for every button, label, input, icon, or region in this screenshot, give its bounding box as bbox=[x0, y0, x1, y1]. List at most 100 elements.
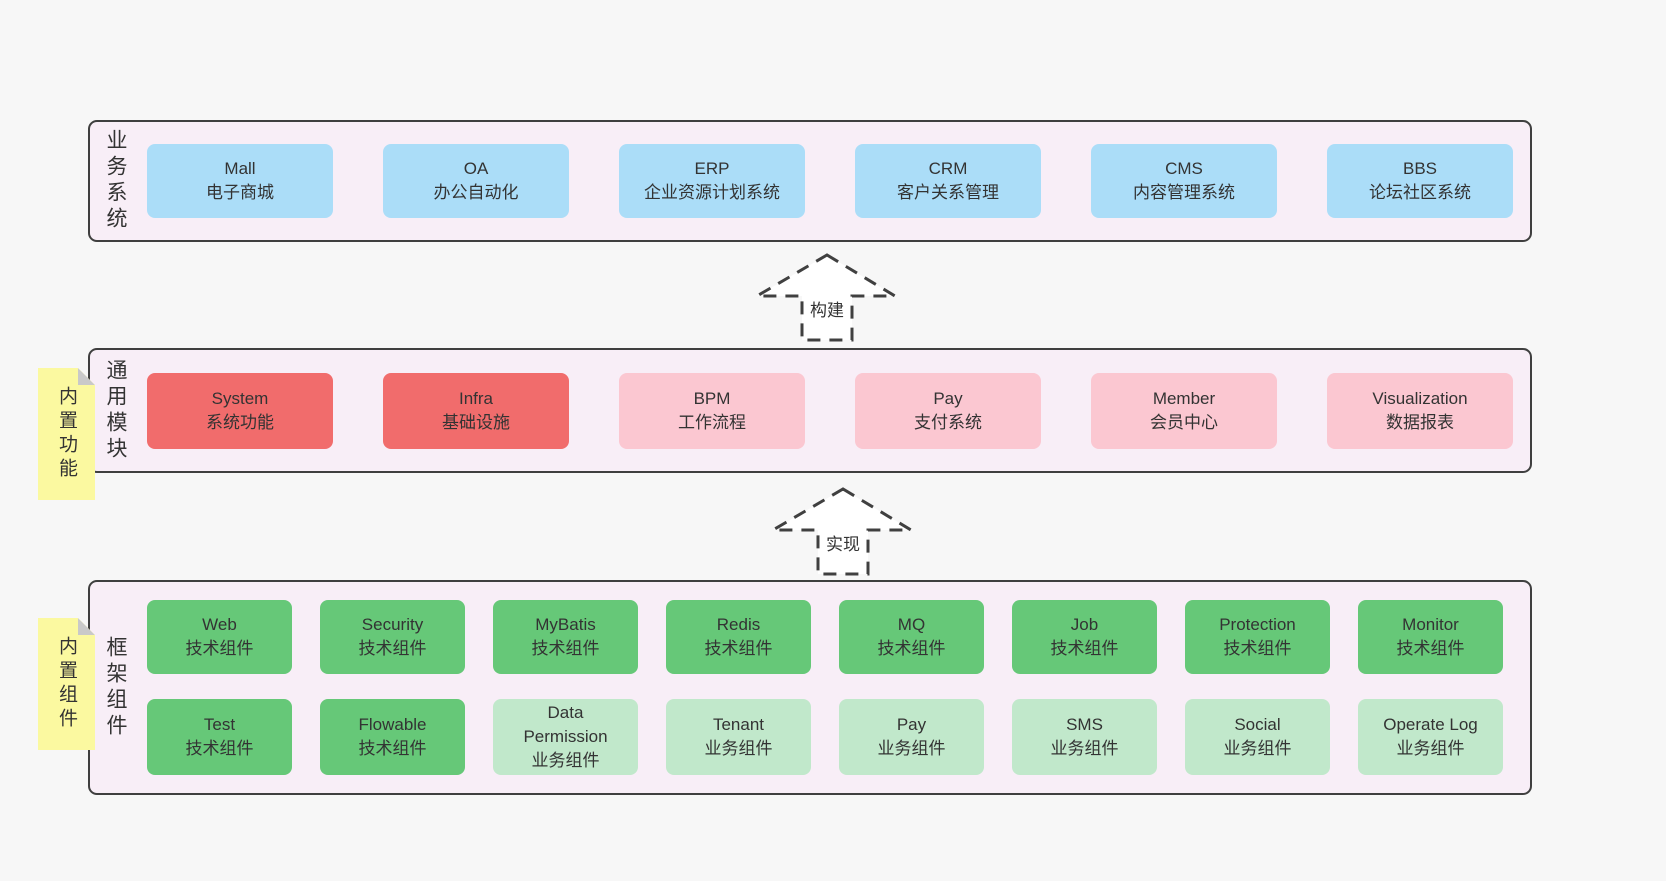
box-name: Web bbox=[202, 615, 237, 635]
box-desc: 技术组件 bbox=[704, 639, 773, 658]
box-bpm: BPM 工作流程 bbox=[619, 372, 805, 449]
box-desc: 客户关系管理 bbox=[897, 183, 999, 202]
build-arrow: 构建 bbox=[751, 253, 901, 342]
box-name: Security bbox=[361, 615, 424, 635]
box-name: SMS bbox=[1066, 715, 1103, 735]
box-name: Tenant bbox=[712, 715, 765, 735]
box-desc: 工作流程 bbox=[678, 412, 746, 432]
box-data-permission: Data Permission 业务组件 bbox=[493, 699, 638, 775]
box-cms: CMS 内容管理系统 bbox=[1091, 144, 1277, 218]
panel-side-label: 通用模块 bbox=[104, 358, 127, 463]
builtin-features-note: 内置功能 bbox=[38, 368, 95, 500]
box-security: Security 技术组件 bbox=[320, 600, 465, 674]
component-row-1: Web 技术组件 Security 技术组件 MyBatis 技术组件 Redi… bbox=[147, 600, 1503, 674]
box-desc: 系统功能 bbox=[206, 412, 274, 432]
business-boxes: Mall 电子商城 OA 办公自动化 ERP 企业资源计划系统 CRM 客户关系… bbox=[147, 144, 1513, 218]
arrow-shape bbox=[767, 487, 917, 576]
box-desc: 业务组件 bbox=[704, 739, 773, 758]
box-name: Job bbox=[1070, 615, 1099, 635]
box-erp: ERP 企业资源计划系统 bbox=[619, 144, 805, 218]
box-name: MyBatis bbox=[535, 615, 596, 635]
box-monitor: Monitor 技术组件 bbox=[1358, 600, 1503, 674]
box-name: Social bbox=[1234, 715, 1281, 735]
box-redis: Redis 技术组件 bbox=[666, 600, 811, 674]
box-name: OA bbox=[463, 159, 489, 179]
box-desc: 技术组件 bbox=[531, 639, 600, 658]
box-name: Flowable bbox=[358, 715, 427, 735]
common-modules-panel: 通用模块 System 系统功能 Infra 基础设施 BPM 工作流程 Pay… bbox=[88, 348, 1532, 473]
box-name: Pay bbox=[896, 715, 927, 735]
box-operate-log: Operate Log 业务组件 bbox=[1358, 699, 1503, 775]
box-desc: 技术组件 bbox=[358, 739, 427, 758]
box-desc: 办公自动化 bbox=[433, 183, 519, 202]
box-desc: 技术组件 bbox=[358, 639, 427, 658]
box-desc: 技术组件 bbox=[1223, 639, 1292, 658]
box-desc: 电子商城 bbox=[206, 183, 274, 202]
box-desc: 支付系统 bbox=[914, 412, 982, 432]
box-pay-module: Pay 支付系统 bbox=[855, 372, 1041, 449]
panel-side-label: 框架组件 bbox=[104, 635, 127, 740]
business-systems-panel: 业务系统 Mall 电子商城 OA 办公自动化 ERP 企业资源计划系统 CRM… bbox=[88, 120, 1532, 242]
box-name: Protection bbox=[1219, 615, 1296, 635]
box-name: System bbox=[211, 388, 269, 408]
box-bbs: BBS 论坛社区系统 bbox=[1327, 144, 1513, 218]
box-job: Job 技术组件 bbox=[1012, 600, 1157, 674]
box-test: Test 技术组件 bbox=[147, 699, 292, 775]
component-rows: Web 技术组件 Security 技术组件 MyBatis 技术组件 Redi… bbox=[147, 600, 1503, 775]
box-infra: Infra 基础设施 bbox=[383, 372, 569, 449]
box-mall: Mall 电子商城 bbox=[147, 144, 333, 218]
box-member: Member 会员中心 bbox=[1091, 372, 1277, 449]
box-desc: 数据报表 bbox=[1386, 412, 1454, 432]
implement-arrow: 实现 bbox=[767, 487, 917, 576]
box-desc: 业务组件 bbox=[877, 739, 946, 758]
box-desc: 论坛社区系统 bbox=[1369, 183, 1471, 202]
box-name: Test bbox=[203, 715, 236, 735]
framework-components-panel: 框架组件 Web 技术组件 Security 技术组件 MyBatis 技术组件… bbox=[88, 580, 1532, 795]
box-name: Visualization bbox=[1372, 388, 1468, 408]
box-name: Pay bbox=[933, 388, 963, 408]
box-mybatis: MyBatis 技术组件 bbox=[493, 600, 638, 674]
box-desc: 业务组件 bbox=[1050, 739, 1119, 758]
box-pay-component: Pay 业务组件 bbox=[839, 699, 984, 775]
box-name: MQ bbox=[897, 615, 926, 635]
box-social: Social 业务组件 bbox=[1185, 699, 1330, 775]
box-name: Member bbox=[1152, 388, 1216, 408]
panel-side-label: 业务系统 bbox=[104, 129, 127, 233]
note-text: 内置功能 bbox=[56, 386, 77, 482]
arrow-label: 实现 bbox=[826, 535, 860, 554]
box-desc: 业务组件 bbox=[1396, 739, 1465, 758]
box-name: BPM bbox=[693, 388, 731, 408]
note-text: 内置组件 bbox=[56, 636, 77, 732]
box-desc: 基础设施 bbox=[442, 412, 510, 432]
box-sms: SMS 业务组件 bbox=[1012, 699, 1157, 775]
box-desc: 技术组件 bbox=[877, 639, 946, 658]
box-name: BBS bbox=[1402, 159, 1438, 179]
arrow-shape bbox=[751, 253, 901, 342]
box-oa: OA 办公自动化 bbox=[383, 144, 569, 218]
box-desc: 技术组件 bbox=[185, 739, 254, 758]
box-desc: 业务组件 bbox=[1223, 739, 1292, 758]
box-desc: 技术组件 bbox=[185, 639, 254, 658]
box-name: ERP bbox=[694, 159, 730, 179]
box-tenant: Tenant 业务组件 bbox=[666, 699, 811, 775]
box-name: Operate Log bbox=[1383, 715, 1478, 735]
box-desc: 内容管理系统 bbox=[1133, 183, 1235, 202]
box-crm: CRM 客户关系管理 bbox=[855, 144, 1041, 218]
box-desc: 企业资源计划系统 bbox=[644, 183, 780, 202]
component-row-2: Test 技术组件 Flowable 技术组件 Data Permission … bbox=[147, 699, 1503, 775]
box-protection: Protection 技术组件 bbox=[1185, 600, 1330, 674]
box-name: Monitor bbox=[1402, 615, 1459, 635]
box-name: Data Permission bbox=[523, 703, 608, 747]
box-desc: 业务组件 bbox=[531, 750, 600, 770]
box-system: System 系统功能 bbox=[147, 372, 333, 449]
box-name: Infra bbox=[458, 388, 494, 408]
box-desc: 技术组件 bbox=[1396, 639, 1465, 658]
arrow-label: 构建 bbox=[810, 301, 844, 320]
box-web: Web 技术组件 bbox=[147, 600, 292, 674]
box-name: CMS bbox=[1165, 159, 1203, 179]
box-name: Mall bbox=[224, 159, 256, 179]
box-mq: MQ 技术组件 bbox=[839, 600, 984, 674]
box-desc: 技术组件 bbox=[1050, 639, 1119, 658]
box-name: Redis bbox=[716, 615, 761, 635]
box-desc: 会员中心 bbox=[1150, 412, 1218, 432]
